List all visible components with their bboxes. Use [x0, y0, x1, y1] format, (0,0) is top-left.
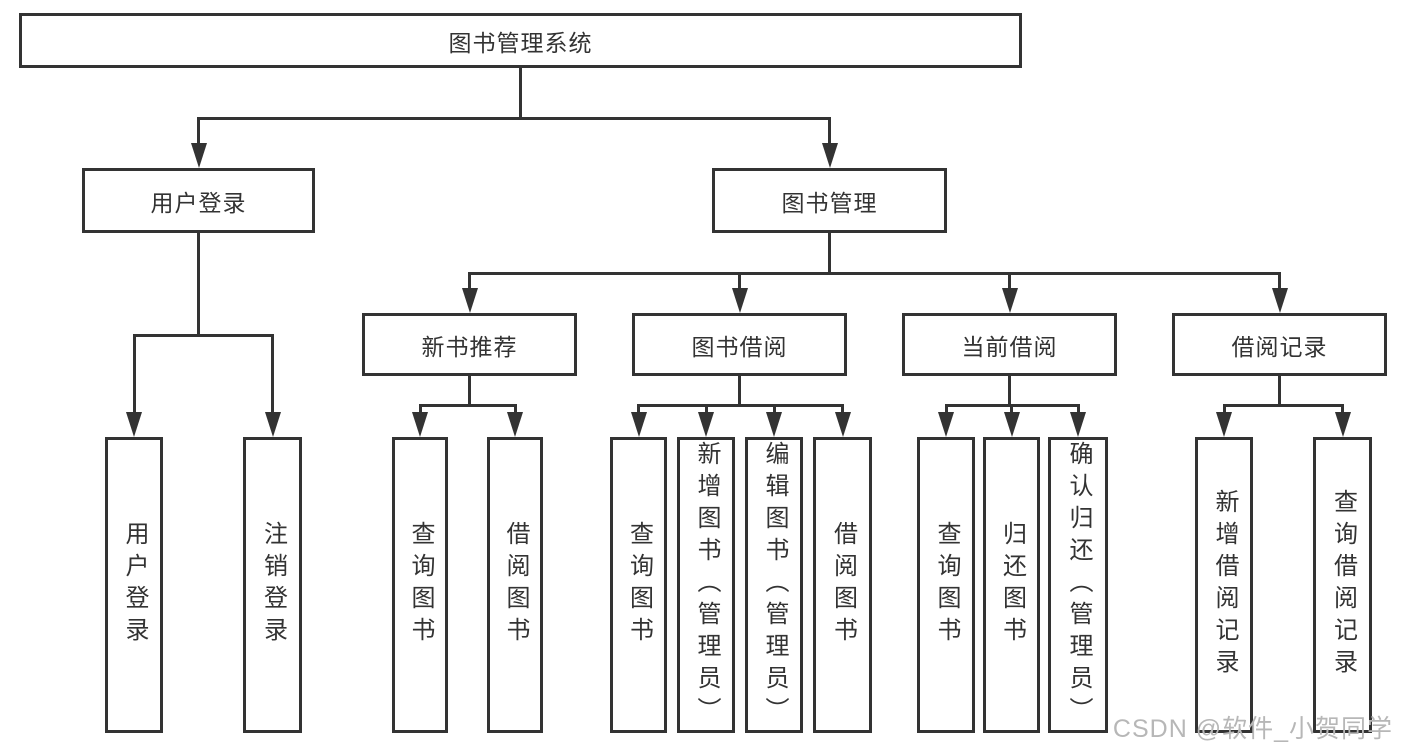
arrowhead-down-icon-leaf-borrow-book-1	[507, 412, 523, 437]
arrowhead-down-icon-leaf-confirm-return	[1070, 412, 1086, 437]
connector-stem-root	[519, 68, 522, 118]
node-label-new-book-rec: 新书推荐	[421, 333, 518, 360]
node-leaf-edit-book: 编辑图书（管理员）	[745, 437, 803, 733]
arrowhead-down-icon-user-login	[190, 143, 207, 168]
node-label-leaf-query-book-2: 查询图书	[625, 521, 653, 649]
connector-drop-leaf-logout	[271, 335, 274, 419]
connector-bar-root	[197, 116, 831, 120]
node-label-leaf-query-book-3: 查询图书	[933, 521, 960, 649]
connector-stem-borrow-records	[1278, 376, 1281, 405]
connector-drop-borrow-records	[1278, 273, 1281, 295]
arrowhead-down-icon-leaf-query-book-1	[412, 412, 428, 437]
node-leaf-borrow-book-1: 借阅图书	[487, 437, 543, 733]
node-label-book-borrow: 图书借阅	[691, 333, 788, 360]
node-leaf-return-book: 归还图书	[983, 437, 1040, 733]
arrowhead-down-icon-leaf-edit-book	[766, 412, 782, 437]
arrowhead-down-icon-borrow-records	[1271, 288, 1288, 313]
node-label-leaf-borrow-book-1: 借阅图书	[502, 521, 529, 649]
node-leaf-user-login: 用户登录	[105, 437, 163, 733]
arrowhead-down-icon-leaf-query-borrow-record	[1334, 412, 1351, 437]
arrowhead-down-icon-leaf-logout	[264, 412, 281, 437]
node-book-borrow: 图书借阅	[632, 313, 847, 376]
connector-bar-book-borrow	[637, 403, 844, 407]
node-leaf-borrow-book-2: 借阅图书	[813, 437, 872, 733]
node-label-leaf-query-book-1: 查询图书	[407, 521, 434, 649]
node-leaf-add-book: 新增图书（管理员）	[677, 437, 735, 733]
node-book-mgmt: 图书管理	[712, 168, 947, 233]
connector-stem-book-mgmt	[828, 233, 831, 273]
arrowhead-down-icon-book-mgmt	[821, 143, 838, 168]
node-user-login: 用户登录	[82, 168, 315, 233]
node-borrow-records: 借阅记录	[1172, 313, 1387, 376]
node-leaf-query-borrow-record: 查询借阅记录	[1313, 437, 1372, 733]
connector-drop-book-mgmt	[828, 118, 831, 150]
connector-drop-current-borrow	[1008, 273, 1011, 295]
connector-bar-user-login	[132, 333, 274, 337]
node-leaf-query-book-3: 查询图书	[917, 437, 975, 733]
arrowhead-down-icon-leaf-borrow-book-2	[834, 412, 851, 437]
node-label-leaf-query-borrow-record: 查询借阅记录	[1329, 489, 1357, 681]
node-leaf-logout: 注销登录	[243, 437, 302, 733]
connector-stem-book-borrow	[738, 376, 741, 405]
node-label-leaf-return-book: 归还图书	[998, 521, 1026, 649]
node-label-leaf-logout: 注销登录	[259, 521, 287, 649]
arrowhead-down-icon-leaf-add-book	[698, 412, 714, 437]
node-label-leaf-add-book: 新增图书（管理员）	[693, 441, 720, 729]
arrowhead-down-icon-book-borrow	[731, 288, 748, 313]
node-label-leaf-confirm-return: 确认归还（管理员）	[1065, 441, 1092, 729]
connector-stem-new-book-rec	[468, 376, 471, 405]
connector-drop-leaf-user-login	[132, 335, 136, 419]
node-new-book-rec: 新书推荐	[362, 313, 577, 376]
node-label-leaf-edit-book: 编辑图书（管理员）	[761, 441, 788, 729]
arrowhead-down-icon-leaf-user-login	[126, 412, 142, 437]
node-label-leaf-add-borrow-record: 新增借阅记录	[1211, 489, 1238, 681]
node-label-book-mgmt: 图书管理	[781, 189, 878, 216]
node-label-current-borrow: 当前借阅	[961, 333, 1058, 360]
node-leaf-query-book-2: 查询图书	[610, 437, 667, 733]
connector-drop-user-login	[197, 118, 200, 150]
node-label-root: 图书管理系统	[448, 29, 593, 56]
connector-bar-book-mgmt	[468, 271, 1281, 275]
node-label-leaf-borrow-book-2: 借阅图书	[829, 521, 857, 649]
connector-bar-borrow-records	[1222, 403, 1344, 407]
arrowhead-down-icon-leaf-query-book-2	[630, 412, 647, 437]
node-root: 图书管理系统	[19, 13, 1022, 68]
node-current-borrow: 当前借阅	[902, 313, 1117, 376]
arrowhead-down-icon-leaf-add-borrow-record	[1216, 412, 1232, 437]
connector-bar-new-book-rec	[418, 403, 517, 407]
arrowhead-down-icon-new-book-rec	[461, 288, 478, 313]
node-leaf-query-book-1: 查询图书	[392, 437, 448, 733]
connector-drop-book-borrow	[738, 273, 741, 295]
connector-stem-current-borrow	[1008, 376, 1011, 405]
node-leaf-add-borrow-record: 新增借阅记录	[1195, 437, 1253, 733]
arrowhead-down-icon-current-borrow	[1001, 288, 1018, 313]
node-label-user-login: 用户登录	[150, 189, 247, 216]
node-label-leaf-user-login: 用户登录	[121, 521, 148, 649]
watermark-text: CSDN @软件_小贺同学	[1112, 715, 1393, 743]
connector-drop-new-book-rec	[468, 273, 471, 295]
node-leaf-confirm-return: 确认归还（管理员）	[1048, 437, 1108, 733]
node-label-borrow-records: 借阅记录	[1231, 333, 1328, 360]
arrowhead-down-icon-leaf-query-book-3	[938, 412, 954, 437]
connector-stem-user-login	[197, 233, 200, 335]
arrowhead-down-icon-leaf-return-book	[1003, 412, 1020, 437]
